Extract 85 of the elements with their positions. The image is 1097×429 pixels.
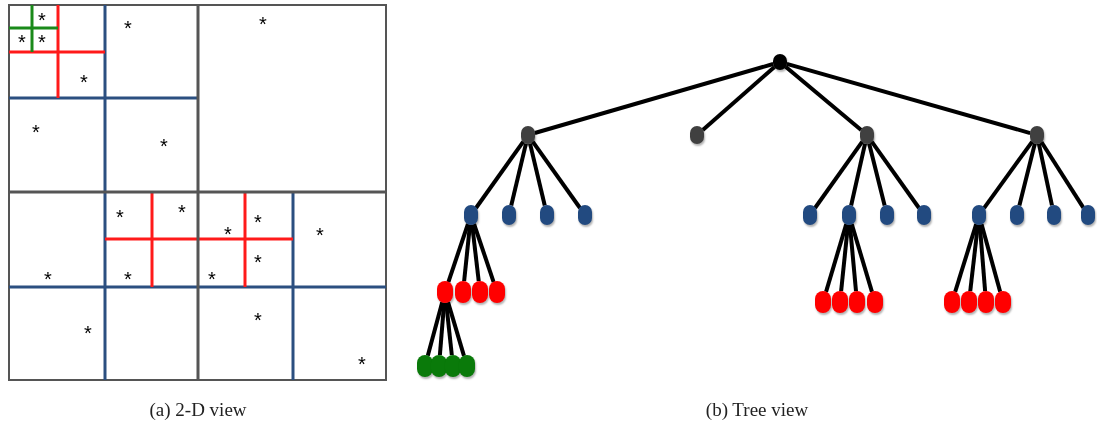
tree-node <box>521 126 535 144</box>
point-marker: * <box>208 269 216 289</box>
point-marker: * <box>124 269 132 289</box>
tree-edge <box>446 301 466 357</box>
point-marker: * <box>80 72 88 92</box>
point-marker: * <box>38 32 46 52</box>
tree-node <box>489 281 505 303</box>
point-marker: * <box>224 224 232 244</box>
point-marker: * <box>84 323 92 343</box>
point-marker: * <box>38 10 46 30</box>
point-marker: * <box>316 225 324 245</box>
tree-node <box>995 291 1011 313</box>
point-marker: * <box>254 310 262 330</box>
tree-edge <box>847 224 858 292</box>
point-marker: * <box>160 136 168 156</box>
tree-node <box>437 281 453 303</box>
tree-edge <box>1017 143 1037 207</box>
tree-node <box>417 355 433 377</box>
point-marker: * <box>18 32 26 52</box>
tree-edge <box>870 140 921 210</box>
tree-edge <box>474 140 525 210</box>
tree-edge <box>867 143 887 207</box>
tree-edge <box>1036 143 1054 206</box>
tree-edge <box>979 223 1003 293</box>
tree-node <box>455 281 471 303</box>
tree-edge <box>534 62 774 135</box>
tree-edge <box>839 224 850 292</box>
tree-node <box>978 291 994 313</box>
tree-node <box>1010 205 1024 225</box>
tree-edge <box>786 62 1031 135</box>
point-marker: * <box>44 269 52 289</box>
point-marker: * <box>254 212 262 232</box>
point-marker: * <box>178 202 186 222</box>
tree-node <box>464 205 478 225</box>
tree-node <box>1081 205 1095 225</box>
tree-edge <box>784 65 863 132</box>
point-marker: * <box>254 252 262 272</box>
tree-edge <box>509 143 528 206</box>
tree-node <box>803 205 817 225</box>
point-marker: * <box>32 122 40 142</box>
tree-node <box>961 291 977 313</box>
tree-node <box>502 205 516 225</box>
tree-node <box>867 291 883 313</box>
tree-edge <box>472 223 496 283</box>
tree-edge <box>437 302 447 356</box>
tree-edge <box>528 143 547 206</box>
tree-edge <box>531 140 582 210</box>
tree-edge <box>701 65 776 132</box>
point-marker: * <box>116 207 124 227</box>
tree-edge <box>1039 140 1085 209</box>
tree-edge <box>446 223 470 283</box>
tree-node <box>815 291 831 313</box>
tree-node <box>832 291 848 313</box>
tree-node <box>773 54 787 70</box>
tree-edge <box>953 223 979 293</box>
tree-node <box>1047 205 1061 225</box>
tree-edge <box>849 143 867 206</box>
tree-edge <box>470 224 481 282</box>
tree-edge <box>444 302 454 356</box>
tree-node <box>459 355 475 377</box>
tree-edge <box>977 224 988 292</box>
point-marker: * <box>259 14 267 34</box>
tree-node <box>849 291 865 313</box>
caption: (a) 2-D view <box>149 399 247 421</box>
point-marker: * <box>124 18 132 38</box>
tree-node <box>944 291 960 313</box>
tree-edge <box>982 140 1034 210</box>
tree-edge <box>968 224 980 292</box>
tree-edge <box>824 223 849 293</box>
tree-node <box>860 126 874 144</box>
tree-edge <box>849 223 874 293</box>
tree-edge <box>425 301 445 357</box>
tree-node <box>578 205 592 225</box>
tree-node <box>972 205 986 225</box>
tree-edge <box>813 140 864 210</box>
tree-node <box>880 205 894 225</box>
point-marker: * <box>358 354 366 374</box>
tree-node <box>690 126 704 144</box>
tree-node <box>1030 126 1044 144</box>
tree-node <box>842 205 856 225</box>
caption: (b) Tree view <box>705 399 809 421</box>
tree-node <box>917 205 931 225</box>
tree-node <box>472 281 488 303</box>
tree-node <box>540 205 554 225</box>
tree-edge <box>462 224 472 282</box>
